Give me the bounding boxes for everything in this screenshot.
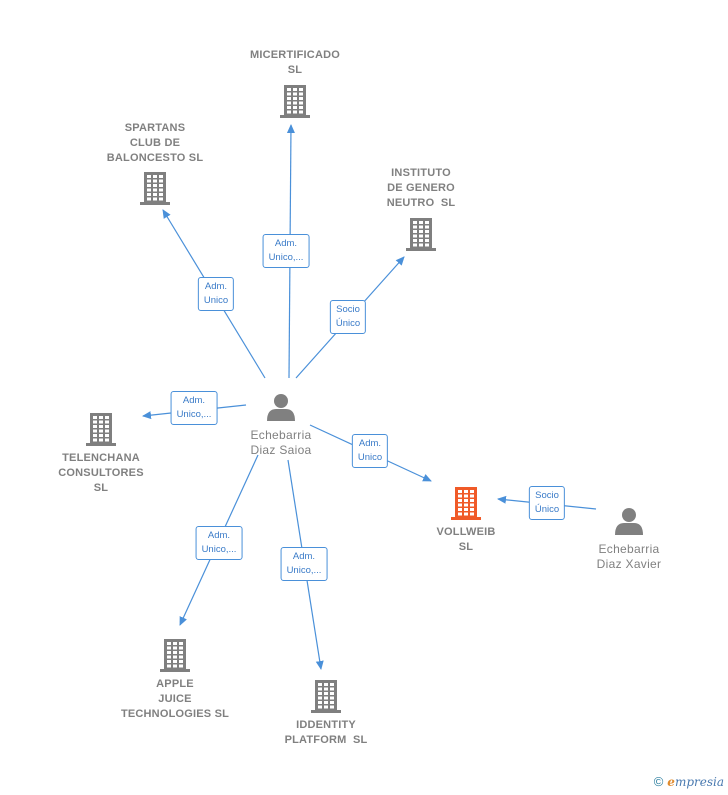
edge-label-instituto[interactable]: Socio Único [329,300,367,334]
edge-label-spartans[interactable]: Adm. Unico [197,277,235,311]
building-icon-apple[interactable] [160,639,190,672]
building-icon-vollweib[interactable] [451,487,481,520]
brand-logo: empresia [667,775,724,789]
building-icon-instituto[interactable] [406,218,436,251]
building-icon-spartans[interactable] [140,172,170,205]
person-icon-xavier[interactable] [615,508,643,535]
edge-label-telenchana[interactable]: Adm. Unico,... [170,391,218,425]
copyright-icon: © [653,774,664,789]
edge-label-iddentity[interactable]: Adm. Unico,... [280,547,328,581]
building-icon-micertificado[interactable] [280,85,310,118]
footer-brand: ©empresia [654,774,724,789]
edge-label-micertificado[interactable]: Adm. Unico,... [262,234,310,268]
building-icon-iddentity[interactable] [311,680,341,713]
building-icon-telenchana[interactable] [86,413,116,446]
person-icon-saioa[interactable] [267,394,295,421]
edge-label-apple[interactable]: Adm. Unico,... [195,526,243,560]
edge-label-vollweib[interactable]: Socio Único [528,486,566,520]
edge-label-vollweib[interactable]: Adm. Unico [351,434,389,468]
